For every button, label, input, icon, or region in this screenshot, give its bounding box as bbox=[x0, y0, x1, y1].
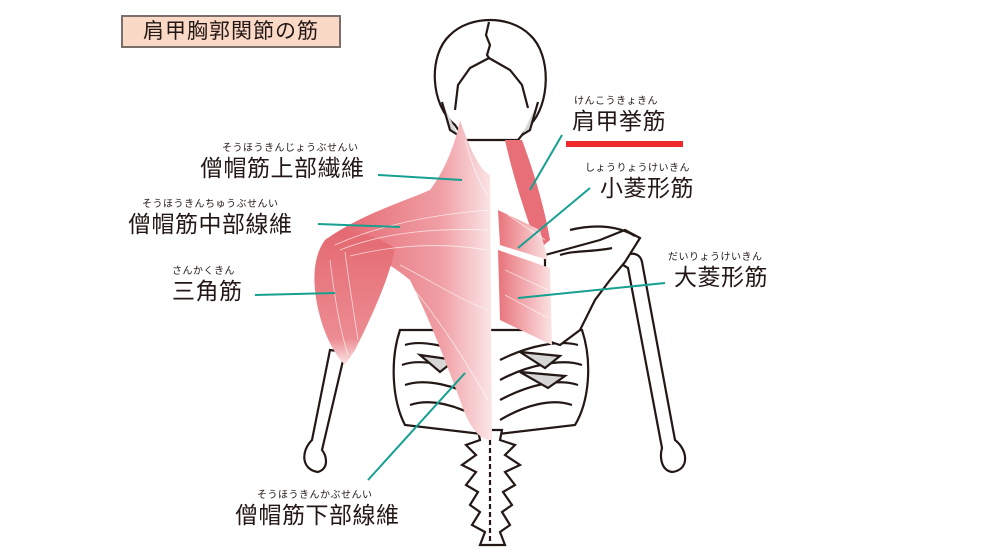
rhomboid-minor-muscle bbox=[498, 210, 548, 260]
ruby-rhomboid-major: だいりょうけいきん bbox=[668, 252, 763, 263]
label-deltoid: さんかくきん 三角筋 bbox=[172, 266, 243, 306]
highlight-underline bbox=[566, 141, 683, 147]
label-rhomboid-minor: しょうりょうけいきん 小菱形筋 bbox=[585, 163, 694, 203]
leader-rhomboid-major bbox=[517, 282, 666, 299]
name-deltoid: 三角筋 bbox=[172, 279, 243, 305]
ruby-levator-scapulae: けんこうきょきん bbox=[574, 96, 658, 107]
diagram-title: 肩甲胸郭関節の筋 bbox=[121, 15, 341, 48]
left-humerus bbox=[303, 348, 347, 474]
label-lower-trapezius: そうほうきんかぶせんい 僧帽筋下部線維 bbox=[235, 490, 400, 530]
deltoid-muscle bbox=[314, 232, 395, 365]
leader-deltoid bbox=[254, 292, 336, 296]
ruby-deltoid: さんかくきん bbox=[172, 266, 235, 277]
leader-rhomboid-minor bbox=[517, 187, 591, 249]
levator-scapulae-muscle bbox=[505, 140, 550, 250]
leader-middle-trapezius bbox=[317, 223, 401, 228]
name-rhomboid-minor: 小菱形筋 bbox=[600, 176, 694, 202]
name-upper-trapezius: 僧帽筋上部繊維 bbox=[200, 156, 365, 182]
name-lower-trapezius: 僧帽筋下部線維 bbox=[235, 503, 400, 529]
skull bbox=[433, 18, 547, 142]
leader-levator-scapulae bbox=[529, 134, 563, 191]
label-upper-trapezius: そうほうきんじょうぶせんい 僧帽筋上部繊維 bbox=[200, 143, 365, 183]
name-levator-scapulae: 肩甲挙筋 bbox=[572, 109, 666, 135]
ruby-upper-trapezius: そうほうきんじょうぶせんい bbox=[222, 143, 359, 154]
spine bbox=[459, 428, 523, 547]
ruby-rhomboid-minor: しょうりょうけいきん bbox=[585, 163, 690, 174]
name-middle-trapezius: 僧帽筋中部線維 bbox=[128, 212, 293, 238]
label-middle-trapezius: そうほうきんちゅうぶせんい 僧帽筋中部線維 bbox=[128, 199, 293, 239]
leader-lines bbox=[254, 134, 666, 481]
right-humerus bbox=[616, 252, 687, 474]
ruby-middle-trapezius: そうほうきんちゅうぶせんい bbox=[142, 199, 279, 210]
name-rhomboid-major: 大菱形筋 bbox=[674, 265, 768, 291]
ruby-lower-trapezius: そうほうきんかぶせんい bbox=[257, 490, 373, 501]
trapezius-muscle bbox=[325, 120, 492, 440]
label-levator-scapulae: けんこうきょきん 肩甲挙筋 bbox=[572, 96, 666, 136]
right-scapula bbox=[543, 225, 642, 347]
leader-lower-trapezius bbox=[367, 372, 466, 481]
label-rhomboid-major: だいりょうけいきん 大菱形筋 bbox=[668, 252, 768, 292]
leader-upper-trapezius bbox=[377, 174, 463, 181]
